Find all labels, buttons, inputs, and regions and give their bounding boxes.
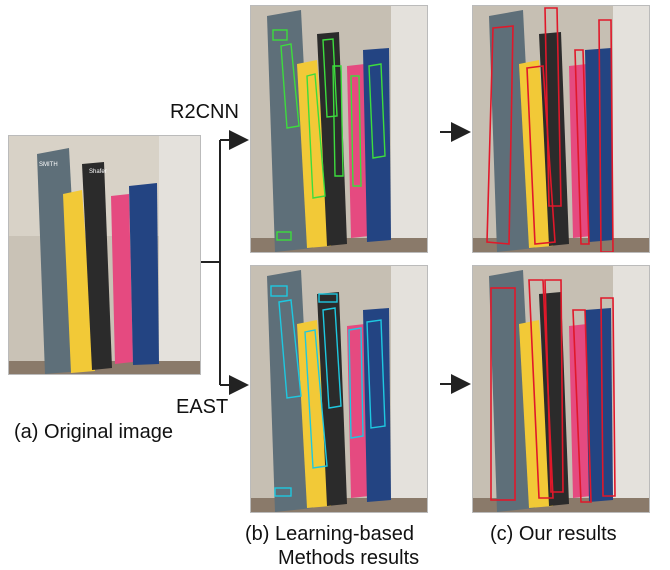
bookshelf-photo-ours-bottom: [473, 266, 649, 512]
spine-text-smith: SMITH: [39, 162, 58, 168]
east-label: EAST: [176, 396, 229, 418]
r2cnn-result-panel: [250, 5, 428, 253]
our-result-panel-top: [472, 5, 650, 253]
our-detection-boxes-top: [486, 7, 614, 252]
east-detection-boxes: [270, 285, 386, 497]
bookshelf-photo-r2cnn: [251, 6, 427, 252]
bookshelf-photo-ours-top: [473, 6, 649, 252]
our-detection-boxes-bottom: [490, 279, 616, 503]
r2cnn-detection-boxes: [272, 29, 386, 241]
our-results-caption: (c) Our results: [490, 523, 617, 545]
bookshelf-photo-original: SMITH Shafer: [9, 136, 200, 374]
r2cnn-label: R2CNN: [170, 101, 239, 123]
our-result-panel-bottom: [472, 265, 650, 513]
original-image-panel: SMITH Shafer: [8, 135, 201, 375]
learning-methods-caption-line1: (b) Learning-based: [245, 523, 414, 545]
learning-methods-caption-line2: Methods results: [278, 547, 420, 569]
original-image-caption: (a) Original image: [14, 421, 173, 443]
east-result-panel: [250, 265, 428, 513]
bookshelf-photo-east: [251, 266, 427, 512]
spine-text-shafer: Shafer: [89, 169, 107, 175]
